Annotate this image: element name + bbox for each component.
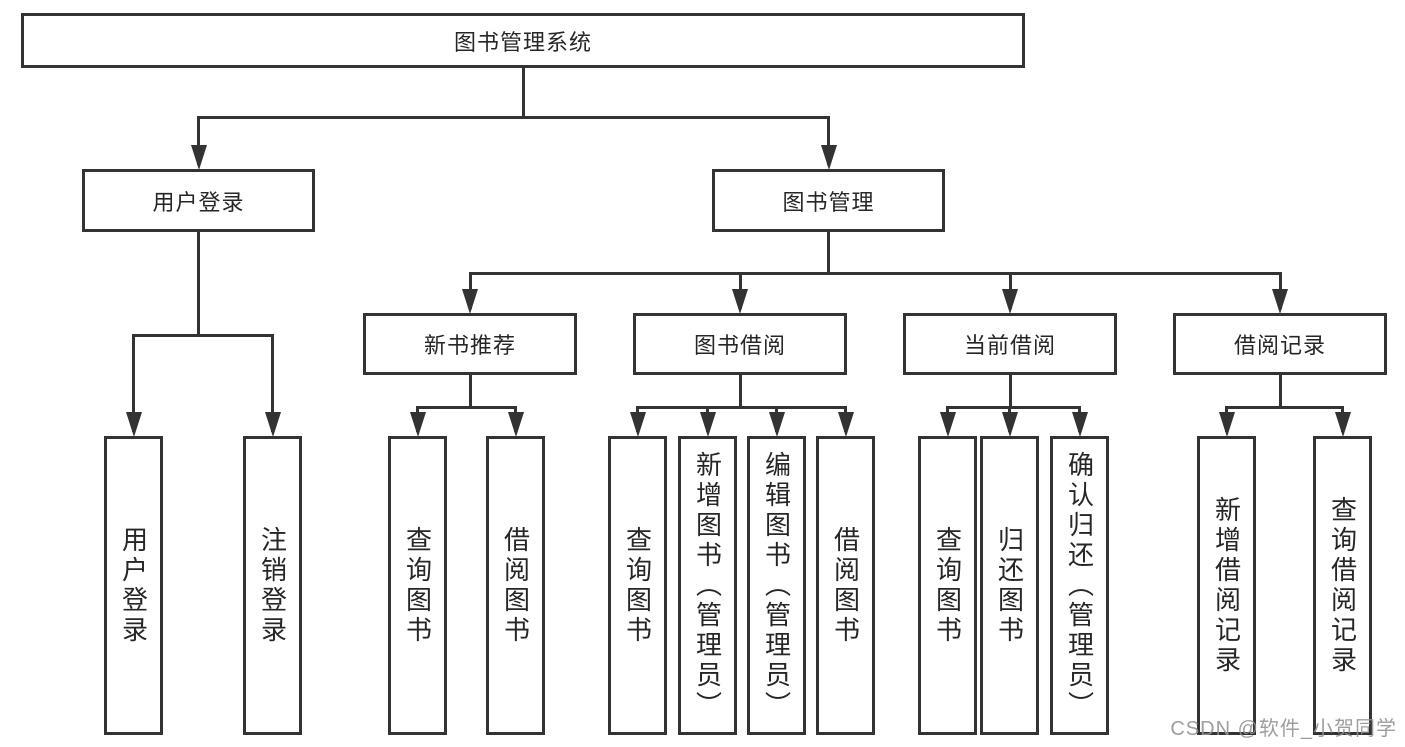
leaf-query-books-recommend: 查询图书 <box>388 436 447 735</box>
connector-line <box>416 405 517 409</box>
node-current-borrowing: 当前借阅 <box>903 313 1117 375</box>
connector-line <box>636 405 847 409</box>
connector-line <box>1008 373 1012 409</box>
leaf-logout: 注销登录 <box>243 436 302 735</box>
arrow-down-icon <box>125 412 142 437</box>
leaf-add-books-admin: 新增图书（管理员） <box>678 436 737 735</box>
node-label: 查询图书 <box>622 525 653 646</box>
arrow-down-icon <box>699 412 716 437</box>
node-label: 确认归还（管理员） <box>1064 450 1095 721</box>
leaf-add-borrow-record: 新增借阅记录 <box>1197 436 1256 735</box>
arrow-down-icon <box>1002 289 1018 314</box>
arrow-down-icon <box>1334 412 1351 437</box>
leaf-borrow-books-borrowing: 借阅图书 <box>816 436 875 735</box>
leaf-query-borrow-record: 查询借阅记录 <box>1313 436 1372 735</box>
connector-line <box>946 405 1081 409</box>
connector-line <box>271 335 274 432</box>
connector-line <box>468 373 472 409</box>
connector-line <box>1278 373 1282 409</box>
connector-line <box>827 230 830 275</box>
node-label: 新增图书（管理员） <box>692 450 723 721</box>
arrow-down-icon <box>1272 289 1288 314</box>
arrow-down-icon <box>462 289 478 314</box>
arrow-down-icon <box>1071 412 1088 437</box>
arrow-down-icon <box>732 289 748 314</box>
connector-line <box>738 373 742 409</box>
arrow-down-icon <box>837 412 854 437</box>
leaf-edit-books-admin: 编辑图书（管理员） <box>747 436 806 735</box>
connector-line <box>197 117 200 165</box>
arrow-down-icon <box>768 412 785 437</box>
node-label: 借阅图书 <box>500 525 531 646</box>
arrow-down-icon <box>820 145 837 170</box>
node-label: 图书管理系统 <box>453 29 592 55</box>
arrow-down-icon <box>409 412 426 437</box>
node-book-borrowing: 图书借阅 <box>633 313 847 375</box>
node-library-system: 图书管理系统 <box>21 13 1025 68</box>
node-label: 编辑图书（管理员） <box>761 450 792 721</box>
node-label: 借阅图书 <box>830 525 861 646</box>
connector-line <box>132 333 274 337</box>
arrow-down-icon <box>190 145 207 170</box>
node-borrowing-records: 借阅记录 <box>1173 313 1387 375</box>
node-label: 用户登录 <box>118 525 149 646</box>
node-label: 新增借阅记录 <box>1211 495 1242 676</box>
arrow-down-icon <box>939 412 956 437</box>
node-label: 图书借阅 <box>693 333 786 358</box>
connector-line <box>827 117 830 165</box>
arrow-down-icon <box>1218 412 1235 437</box>
leaf-confirm-return-admin: 确认归还（管理员） <box>1050 436 1109 735</box>
node-label: 归还图书 <box>994 525 1025 646</box>
leaf-query-books-current: 查询图书 <box>918 436 977 735</box>
connector-line <box>1225 405 1344 409</box>
leaf-borrow-books-recommend: 借阅图书 <box>486 436 545 735</box>
node-label: 注销登录 <box>257 525 288 646</box>
leaf-query-books-borrowing: 查询图书 <box>608 436 667 735</box>
leaf-return-books: 归还图书 <box>980 436 1039 735</box>
node-label: 当前借阅 <box>963 333 1056 358</box>
node-label: 借阅记录 <box>1233 333 1326 358</box>
node-label: 用户登录 <box>152 189 245 215</box>
node-new-book-recommend: 新书推荐 <box>363 313 577 375</box>
arrow-down-icon <box>1001 412 1018 437</box>
connector-line <box>197 115 830 119</box>
watermark: CSDN @软件_小贺同学 <box>1170 718 1397 740</box>
arrow-down-icon <box>629 412 646 437</box>
arrow-down-icon <box>264 412 281 437</box>
node-book-management: 图书管理 <box>712 169 945 232</box>
connector-line <box>521 68 525 119</box>
node-label: 图书管理 <box>782 189 875 215</box>
connector-line <box>197 230 200 337</box>
node-label: 查询图书 <box>932 525 963 646</box>
node-label: 新书推荐 <box>423 333 516 358</box>
arrow-down-icon <box>507 412 524 437</box>
leaf-user-login: 用户登录 <box>104 436 163 735</box>
node-user-login: 用户登录 <box>82 169 315 232</box>
node-label: 查询借阅记录 <box>1327 495 1358 676</box>
connector-line <box>132 335 135 432</box>
connector-line <box>468 271 1282 275</box>
node-label: 查询图书 <box>402 525 433 646</box>
